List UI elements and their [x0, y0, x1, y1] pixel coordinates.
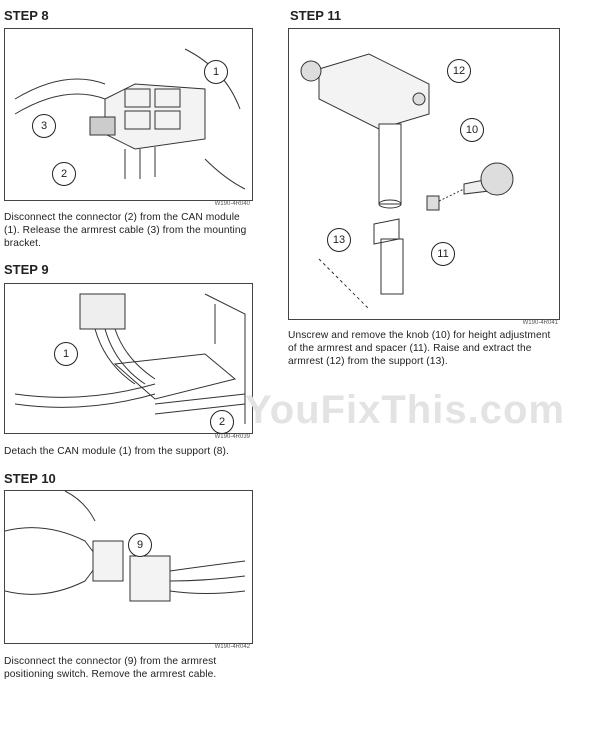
callout-2: 2	[52, 162, 76, 186]
step-10-figure: 9	[4, 490, 253, 644]
callout-1: 1	[54, 342, 78, 366]
callout-13: 13	[327, 228, 351, 252]
can-module-support-illustration	[14, 293, 246, 424]
callout-1: 1	[204, 60, 228, 84]
figure-code: W190-4R039	[214, 434, 250, 440]
step-9-figure: 1 2	[4, 283, 253, 434]
figure-code: W190-4R042	[214, 644, 250, 650]
connector-illustration	[5, 491, 246, 602]
armrest-illustration	[300, 53, 514, 310]
step-8-text: Disconnect the connector (2) from the CA…	[4, 212, 247, 249]
step-10-heading: STEP 10	[4, 471, 56, 486]
callout-11: 11	[431, 242, 455, 266]
step-8-heading: STEP 8	[4, 8, 49, 23]
callout-2: 2	[210, 410, 234, 434]
step-8-figure: 1 3 2	[4, 28, 253, 201]
can-module-illustration	[14, 48, 246, 190]
callout-12: 12	[447, 59, 471, 83]
callout-9: 9	[128, 533, 152, 557]
figure-code: W190-4R041	[522, 320, 558, 326]
callout-10: 10	[460, 118, 484, 142]
step-9-text: Detach the CAN module (1) from the suppo…	[4, 446, 229, 457]
step-11-heading: STEP 11	[290, 8, 342, 23]
figure-code: W190-4R040	[214, 201, 250, 207]
watermark: YouFixThis.com	[245, 388, 565, 432]
step-9-heading: STEP 9	[4, 262, 49, 277]
step-11-figure: 12 10 13 11	[288, 28, 560, 320]
step-10-text: Disconnect the connector (9) from the ar…	[4, 656, 217, 680]
step-11-text: Unscrew and remove the knob (10) for hei…	[288, 330, 551, 367]
callout-3: 3	[32, 114, 56, 138]
